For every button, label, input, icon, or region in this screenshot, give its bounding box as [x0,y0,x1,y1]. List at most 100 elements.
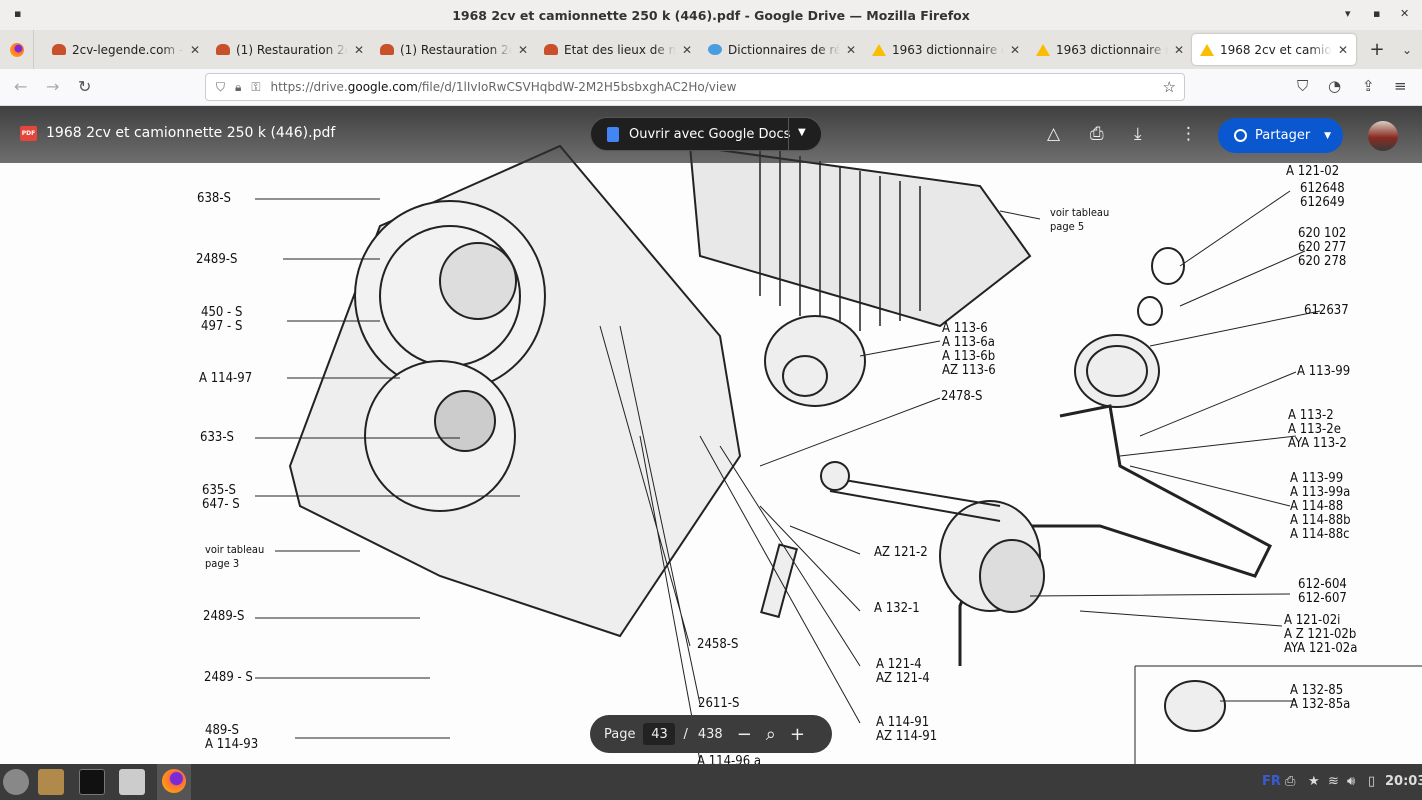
maximize-button[interactable]: ▪ [1373,7,1381,20]
forward-button[interactable]: → [46,77,60,96]
app-menu-icon[interactable]: ≡ [1394,77,1407,95]
printer-icon[interactable]: ⎙ [1285,774,1296,789]
close-window-button[interactable]: ✕ [1400,7,1410,20]
tab[interactable]: 1963 dictionnaire de✕ [864,34,1028,65]
start-menu-icon[interactable] [3,769,29,795]
list-tabs-button[interactable]: ⌄ [1401,42,1413,57]
part-number: 620 277 [1298,240,1347,255]
permissions-icon[interactable]: ⚿ [251,79,261,94]
open-with-dropdown-icon[interactable]: ▼ [798,127,806,138]
volume-icon[interactable]: 🔊︎ [1347,774,1356,789]
new-tab-button[interactable]: + [1369,39,1385,60]
tab[interactable]: Dictionnaires de répa✕ [700,34,864,65]
part-label: 2478-S [941,390,982,404]
firefox-menu-icon[interactable] [0,30,34,69]
drive-viewer-toolbar: PDF 1968 2cv et camionnette 250 k (446).… [0,106,1422,163]
terminal-icon[interactable] [79,769,105,795]
chat-icon [708,44,722,55]
zoom-search-icon[interactable]: ⌕ [765,723,776,745]
clock: 20:03 [1385,774,1422,789]
part-number: A 132-85a [1290,697,1351,712]
tab[interactable]: (1) Restauration 2cv /✕ [208,34,372,65]
pocket-icon[interactable]: ⛉ [1297,77,1309,95]
tab[interactable]: Etat des lieux de ma✕ [536,34,700,65]
open-with-google-docs-button[interactable]: Ouvrir avec Google Docs ▼ [590,117,822,151]
zoom-out-button[interactable]: − [736,723,752,745]
lock-icon[interactable]: 🔒︎ [235,79,242,94]
part-number: 620 102 [1298,226,1347,241]
tab-bar: 2cv-legende.com - Ac✕ (1) Restauration 2… [0,30,1422,69]
car-icon [380,44,394,55]
part-number: A 121-02 [1286,164,1340,179]
share-dropdown-icon[interactable]: ▼ [1324,130,1331,141]
part-label: 2458-S [697,638,738,652]
part-number: AYA 121-02a [1284,641,1358,656]
close-tab-icon[interactable]: ✕ [189,42,200,57]
part-number: 2489 - S [204,670,253,685]
bookmark-star-icon[interactable]: ☆ [1162,78,1176,96]
page-number-input[interactable]: 43 [643,723,676,745]
zoom-in-button[interactable]: + [789,723,805,745]
print-icon[interactable]: ⎙ [1090,124,1104,144]
part-number: A 113-6b [942,349,996,364]
wifi-icon[interactable]: ≋ [1328,774,1339,789]
extensions-icon[interactable]: ⇪ [1362,77,1375,95]
part-label: 2489-S [203,610,244,624]
tab[interactable]: (1) Restauration 2cv✕ [372,34,536,65]
part-number: 497 - S [201,319,243,334]
url-text[interactable]: https://drive.google.com/file/d/1lIvIoRw… [270,80,737,94]
close-tab-icon[interactable]: ✕ [1173,42,1184,57]
part-number: A 113-99a [1290,485,1351,500]
shield-icon[interactable]: ⛉ [216,79,226,94]
share-button[interactable]: Partager ▼ [1218,118,1343,153]
part-number: 612649 [1300,195,1345,210]
part-number: A Z 121-02b [1284,627,1357,642]
more-options-icon[interactable]: ⋮ [1180,124,1197,144]
part-number: 2489-S [196,252,238,267]
close-tab-icon[interactable]: ✕ [681,42,692,57]
keyboard-layout[interactable]: FR [1262,774,1281,789]
extension-timer-icon[interactable]: ◔ [1328,77,1342,95]
window-titlebar: ▪ 1968 2cv et camionnette 250 k (446).pd… [0,0,1422,30]
part-label: 638-S [197,192,231,206]
close-tab-icon[interactable]: ✕ [1009,42,1020,57]
url-bar[interactable]: ⛉ 🔒︎ ⚿ https://drive.google.com/file/d/1… [205,73,1185,101]
download-icon[interactable]: ⤓ [1134,124,1142,144]
part-number: 2489-S [203,609,245,624]
close-tab-icon[interactable]: ✕ [1337,42,1348,57]
reload-button[interactable]: ↻ [78,77,92,96]
close-tab-icon[interactable]: ✕ [517,42,528,57]
back-button[interactable]: ← [14,77,28,96]
part-number: AYA 113-2 [1288,436,1347,451]
minimize-button[interactable]: ▾ [1345,7,1351,20]
add-shortcut-drive-icon[interactable]: △ [1047,124,1061,144]
tab-active[interactable]: 1968 2cv et camionn✕ [1192,34,1356,65]
part-number: 2611-S [698,696,740,711]
close-tab-icon[interactable]: ✕ [353,42,364,57]
close-tab-icon[interactable]: ✕ [845,42,856,57]
part-number: 2458-S [697,637,739,652]
part-number: 620 278 [1298,254,1347,269]
part-label: A 114-96 a [697,755,761,765]
tab[interactable]: 2cv-legende.com - Ac✕ [44,34,208,65]
account-avatar[interactable] [1368,121,1398,151]
part-number: page 5 [1050,220,1085,233]
pdf-file-icon: PDF [20,126,37,141]
part-number: A 132-85 [1290,683,1344,698]
window-menu-icon[interactable]: ▪ [14,7,22,20]
battery-icon[interactable]: ▯ [1368,774,1376,789]
part-number: A 114-91 [876,715,930,730]
firefox-taskbar-button[interactable] [157,764,191,800]
tab[interactable]: 1963 dictionnaire rep✕ [1028,34,1192,65]
star-icon[interactable]: ★ [1308,774,1320,789]
part-number: 489-S [205,723,239,738]
text-editor-icon[interactable] [119,769,145,795]
file-manager-icon[interactable] [38,769,64,795]
